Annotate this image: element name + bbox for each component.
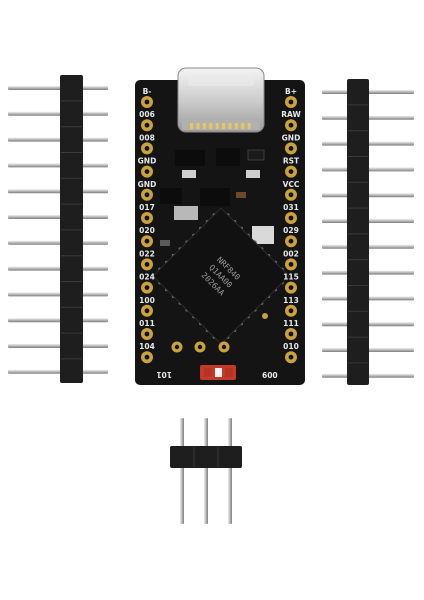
pad-hole [288,354,294,360]
pin-label-left-3: GND [138,157,157,166]
pad-hole [288,192,294,198]
header-pin [8,369,108,374]
header-pin [8,163,108,168]
header-pin [8,240,108,245]
pin-label-right-5: 031 [283,203,299,212]
pin-label-right-3: RST [283,157,300,166]
right-pin-header [322,79,414,385]
red-jumper [200,365,236,380]
small-header-pin [228,418,232,524]
pin-label-left-2: 008 [139,133,155,142]
pad-hole [288,262,294,267]
pad-hole [144,285,150,290]
header-pin [8,111,108,116]
pin-label-bottom-left: 101 [156,370,172,379]
header-pin [8,215,108,219]
header-pin [8,292,108,297]
right-pad-column: B+ RAW GND RST VCC 031 029 002 115 113 111 010 [281,87,301,364]
small-header-pin [204,418,208,524]
pad-hole [144,122,150,128]
pin-label-right-6: 029 [283,226,299,235]
bottom-pads [171,313,268,353]
pin-label-left-4: GND [138,180,157,189]
usb-contact [247,123,251,129]
pad-hole [144,99,150,105]
pin-label-left-6: 020 [139,226,155,235]
left-pin-header [8,75,108,383]
pad-hole [144,262,150,267]
pin-label-left-0: B- [143,87,152,96]
usb-contact [241,123,245,129]
pin-label-right-8: 115 [283,273,299,282]
pin-label-right-1: RAW [281,110,301,119]
pin-label-left-11: 104 [139,342,155,351]
header-pin [8,344,108,348]
pin-label-left-7: 022 [139,249,155,258]
microcontroller-board: NRF840 Q1AA00 2026AA B-006008GNDGND01702… [135,67,305,385]
pad-hole [288,285,294,290]
pin-label-right-7: 002 [283,249,299,258]
pad-hole [288,308,294,314]
pad-hole [144,169,150,175]
header-pin [8,266,108,271]
pad-hole [144,192,150,198]
pin-label-right-11: 010 [283,342,299,351]
small-header-pin [180,418,184,524]
three-pin-header [170,418,242,524]
usb-contact [215,123,219,129]
usb-contact [196,123,200,129]
usb-contact [209,123,213,129]
pad-hole [144,146,150,151]
pad-hole [144,215,150,221]
pin-label-left-5: 017 [139,203,155,212]
usb-contact [222,123,225,129]
pin-label-right-4: VCC [283,180,300,189]
right-header-plastic [347,79,369,385]
usb-contact [234,123,238,129]
three-pin-header-plastic [170,446,242,468]
pad-hole [288,146,294,151]
pin-label-left-9: 100 [139,296,155,305]
pad-hole [288,331,294,337]
header-pin [8,189,108,194]
pad-hole [288,169,294,175]
pad-hole [288,215,294,221]
pad-hole [288,122,294,128]
usb-contact [190,123,193,129]
pad-hole [288,99,294,105]
pad-hole [288,238,294,244]
header-pin [8,86,108,90]
usb-c-connector [177,67,265,133]
usb-contact [228,123,232,129]
usb-contact [202,123,206,129]
header-pin [8,318,108,323]
pin-label-left-8: 024 [139,273,155,282]
main-chip: NRF840 Q1AA00 2026AA [152,207,290,345]
pin-label-right-2: GND [282,133,301,142]
pin-label-left-10: 011 [139,319,155,328]
left-header-plastic [60,75,83,383]
pin-label-right-9: 113 [283,296,299,305]
pad-hole [144,331,150,337]
pin-label-left-1: 006 [139,110,155,119]
pad-hole [144,238,150,244]
header-pin [8,137,108,142]
pad-hole [144,308,150,314]
pin-label-right-0: B+ [285,87,297,96]
pin-label-right-10: 111 [283,319,299,328]
pin-label-bottom-right: 009 [262,370,278,379]
pad-hole [144,354,150,360]
